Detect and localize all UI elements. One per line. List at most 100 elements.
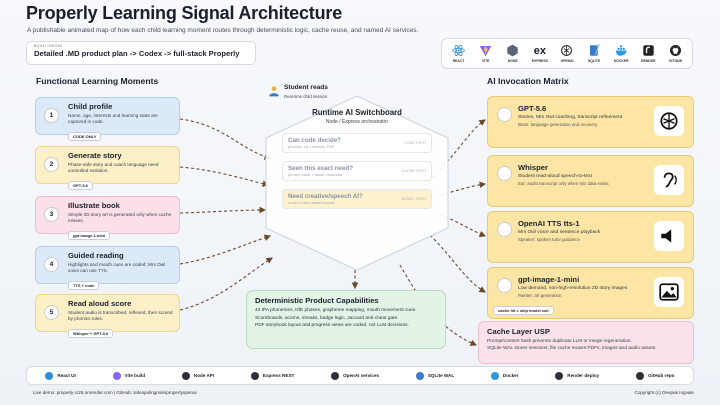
ai-card-role: Ear: audio transcript only when mic data… — [518, 181, 609, 186]
tech-badge-label: REACT — [452, 59, 465, 63]
runtime-switchboard: Runtime AI Switchboard Node / Express or… — [262, 94, 452, 272]
student-title: Student reads — [284, 84, 328, 91]
ai-card-role: Brain: language generation and recovery — [518, 122, 598, 127]
moment-pill: GPT-5.6 — [68, 180, 93, 190]
render-icon — [555, 371, 564, 380]
left-section-heading: Functional Learning Moments — [36, 76, 159, 86]
flow-arrow-profile — [179, 118, 272, 160]
tech-badge-label: OPENAI — [560, 59, 574, 63]
footer-item-label: SQLite WAL — [427, 373, 455, 378]
capabilities-title: Deterministic Product Capabilities — [255, 296, 379, 305]
decision-hint: prompt hash + asset metadata — [288, 172, 343, 177]
tech-badge-react: REACT — [446, 44, 472, 63]
ai-card-desc: Mrs Owl voice and sentence playback — [518, 230, 601, 235]
ai-card-whisper: Whisper Student read-aloud speech-to-tex… — [487, 155, 694, 207]
ai-card-role: Speaker: spoken tutor guidance — [518, 237, 580, 242]
moment-title: Read aloud score — [68, 299, 132, 308]
decision-tag: CODE PATH — [404, 141, 426, 145]
footer-item-label: Docker — [502, 373, 519, 378]
flow-arrow-gpt — [431, 119, 486, 179]
moment-number: 1 — [44, 108, 59, 123]
moment-number: 4 — [44, 257, 59, 272]
moment-card-read-aloud-score: 5 Read aloud score Student audio is tran… — [35, 294, 180, 338]
ai-card-role: Painter: art generation — [518, 293, 562, 298]
ai-card-title: Whisper — [518, 163, 548, 172]
decision-tag: MODEL PATH — [401, 197, 426, 201]
footer-item-label: GitHub repo — [647, 373, 675, 378]
ai-card-gpt: GPT-5.6 Stories, Mrs Owl coaching, trans… — [487, 96, 694, 148]
vite-icon — [112, 371, 121, 380]
ai-card-desc: Student read-aloud speech-to-text — [518, 174, 592, 179]
footer-item-label: OpenAI services — [343, 373, 380, 378]
footer-item-sqlite: SQLite WAL — [415, 371, 455, 380]
flow-arrow-story — [179, 166, 270, 187]
footer-item-label: Render deploy — [567, 373, 600, 378]
moment-desc: Highlights and mouth cues are coded; Mrs… — [68, 262, 166, 273]
tech-badge-row: REACT VITE NODE ex EXPRESS OPENAI SQLITE… — [441, 38, 693, 69]
flow-arrow-image — [429, 234, 486, 293]
moment-desc: Student audio is transcribed, reflexed, … — [68, 310, 173, 321]
switchboard-subtitle: Node / Express orchestrator — [325, 119, 389, 125]
docker-icon — [615, 44, 628, 57]
tech-badge-render: RENDER — [635, 44, 661, 63]
switchboard-content: Runtime AI Switchboard Node / Express or… — [282, 108, 432, 209]
usp-title: Cache Layer USP — [487, 327, 550, 336]
moment-number: 3 — [44, 207, 59, 222]
capabilities-line: PDF storybook layout and progress views … — [255, 323, 409, 329]
flow-arrow-illustrate — [179, 206, 267, 214]
moment-title: Generate story — [68, 151, 122, 160]
capabilities-line: 44 IPA phonemes, DfE phases, grapheme ma… — [255, 308, 417, 313]
react-icon — [45, 371, 54, 380]
moment-card-guided-reading: 4 Guided reading Highlights and mouth cu… — [35, 246, 180, 290]
student-icon — [268, 84, 280, 102]
tech-badge-label: NODE — [507, 59, 518, 63]
capabilities-line: Scoreboards, acorns, streaks, badge logi… — [255, 315, 399, 321]
flow-arrow-reading — [179, 234, 272, 265]
decision-question: Can code decide? — [288, 137, 341, 144]
moment-card-illustrate-book: 3 Illustrate book Simple 2D story art is… — [35, 196, 180, 240]
footer-item-docker: Docker — [490, 371, 519, 380]
node-icon — [506, 44, 519, 57]
tech-badge-node: NODE — [500, 44, 526, 63]
build-origin-label: BUILD ORIGIN — [34, 44, 62, 48]
page-subtitle: A publishable animated map of how each c… — [27, 27, 419, 34]
moment-title: Illustrate book — [68, 201, 120, 210]
express-icon: ex — [533, 44, 546, 57]
ai-card-desc: Stories, Mrs Owl coaching, transcript re… — [518, 115, 623, 120]
tech-badge-sqlite: SQLITE — [581, 44, 607, 63]
usp-line: Prompt/content hash prevents duplicate L… — [487, 339, 632, 344]
moment-card-child-profile: 1 Child profile Name, age, interests and… — [35, 97, 180, 141]
student-subtitle: Real-time child session — [284, 94, 328, 99]
moment-desc: Name, age, interests and learning state … — [68, 113, 158, 124]
brain-icon — [654, 106, 684, 136]
openai-icon — [497, 278, 512, 293]
right-section-heading: AI Invocation Matrix — [487, 76, 569, 86]
usp-line: SQLite WAL stores sessions; file cache r… — [487, 346, 657, 352]
decision-question: Need creative/speech AI? — [288, 193, 363, 200]
vite-icon — [479, 44, 492, 57]
footer-item-vite: Vite build — [112, 371, 146, 380]
ear-icon — [654, 165, 684, 195]
moment-title: Guided reading — [68, 251, 124, 260]
moment-card-generate-story: 2 Generate story Phase-safe story and co… — [35, 146, 180, 190]
footer-item-label: React UI — [57, 373, 76, 378]
moment-pill: CODE ONLY — [68, 131, 102, 141]
speaker-icon — [654, 221, 684, 251]
tech-badge-openai: OPENAI — [554, 44, 580, 63]
moment-title: Child profile — [68, 102, 113, 111]
footer-links[interactable]: Live demo: properly-ci26.onrender.com | … — [33, 390, 197, 395]
ai-card-title: GPT-5.6 — [518, 104, 547, 113]
decision-tag: CACHE PATH — [401, 169, 426, 173]
tech-badge-docker: DOCKER — [608, 44, 634, 63]
decision-hint: phonics, UI, rewards, PDF — [288, 144, 335, 149]
sqlite-icon — [588, 44, 601, 57]
node-icon — [181, 371, 190, 380]
ai-card-title: gpt-image-1-mini — [518, 275, 580, 284]
footer-item-github: GitHub repo — [635, 371, 675, 380]
decision-model-path: Need creative/speech AI? route to one na… — [282, 189, 432, 209]
decision-code-path: Can code decide? phonics, UI, rewards, P… — [282, 133, 432, 153]
ai-card-desc: Low demand, non-high-resolution 2D story… — [518, 286, 628, 291]
footer-item-label: Vite build — [124, 373, 146, 378]
flow-arrow-tts — [439, 214, 487, 238]
moment-number: 2 — [44, 157, 59, 172]
